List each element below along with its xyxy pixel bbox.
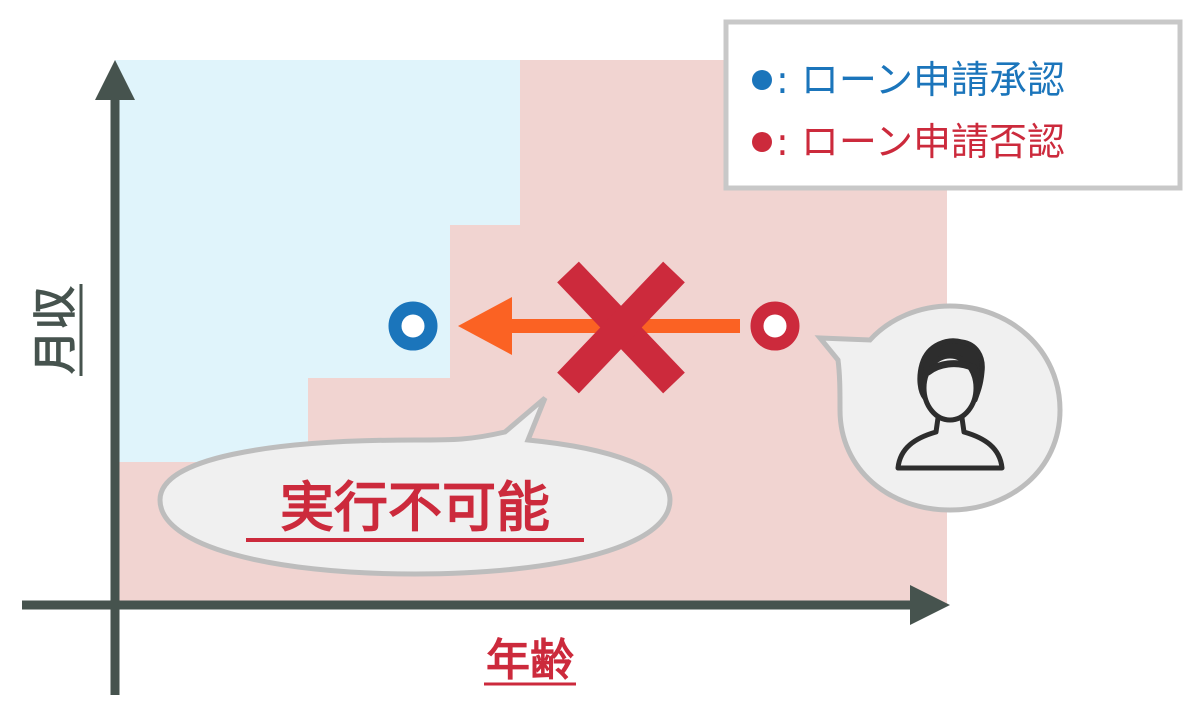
x-axis-title-group: 年齢 <box>484 635 576 686</box>
x-axis-arrowhead <box>910 585 950 625</box>
callout-text: 実行不可能 <box>280 476 550 539</box>
legend-approved-marker <box>752 70 772 90</box>
x-axis-title: 年齢 <box>486 635 574 686</box>
cross-icon <box>557 261 685 394</box>
denied-point <box>750 301 800 351</box>
y-axis-title: 月収 <box>30 286 81 374</box>
legend-denied-marker <box>752 132 772 152</box>
legend-approved-label: : ローン申請承認 <box>776 58 1065 102</box>
legend-item-denied: : ローン申請否認 <box>752 120 1065 164</box>
axes <box>22 60 950 695</box>
legend-box <box>723 19 1183 191</box>
infeasible-callout: 実行不可能 <box>157 396 673 577</box>
y-axis-arrowhead <box>95 60 135 100</box>
person-bubble <box>814 303 1063 513</box>
callout-bubble <box>157 396 673 577</box>
y-axis-title-group: 月収 <box>30 284 83 376</box>
legend: : ローン申請承認 : ローン申請否認 <box>723 19 1183 191</box>
legend-denied-label: : ローン申請否認 <box>776 120 1065 164</box>
legend-item-approved: : ローン申請承認 <box>752 58 1065 102</box>
approve-region <box>115 60 520 462</box>
person-icon <box>895 338 1005 471</box>
approved-point <box>388 301 438 351</box>
